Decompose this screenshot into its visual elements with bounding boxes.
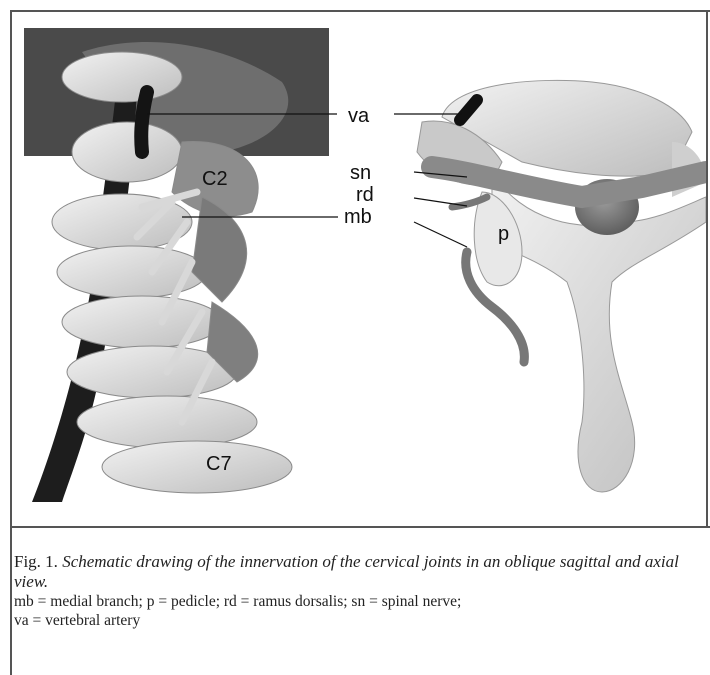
label-p: p (498, 223, 509, 245)
label-sn: sn (350, 162, 371, 184)
figure-title: Schematic drawing of the innervation of … (14, 552, 679, 591)
label-c7: C7 (206, 453, 232, 475)
frame-left-border (10, 528, 12, 675)
figure-number: Fig. 1. (14, 552, 58, 571)
label-mb: mb (344, 206, 372, 228)
frame-right-border (706, 10, 708, 528)
abbreviation-legend: mb = medial branch; p = pedicle; rd = ra… (14, 592, 704, 630)
legend-line-2: va = vertebral artery (14, 611, 704, 630)
legend-line-1: mb = medial branch; p = pedicle; rd = ra… (14, 592, 704, 611)
caption-title-line: Fig. 1. Schematic drawing of the innerva… (14, 552, 704, 592)
vertebral-artery-sagittal (141, 92, 147, 152)
axial-view (417, 80, 706, 492)
label-va: va (348, 105, 370, 127)
sagittal-view (24, 28, 329, 502)
caption-divider (10, 526, 710, 528)
label-rd: rd (356, 184, 374, 206)
label-c2: C2 (202, 168, 228, 190)
figure-caption: Fig. 1. Schematic drawing of the innerva… (14, 552, 704, 630)
anatomy-figure: va sn rd mb p C2 C7 (22, 22, 706, 522)
